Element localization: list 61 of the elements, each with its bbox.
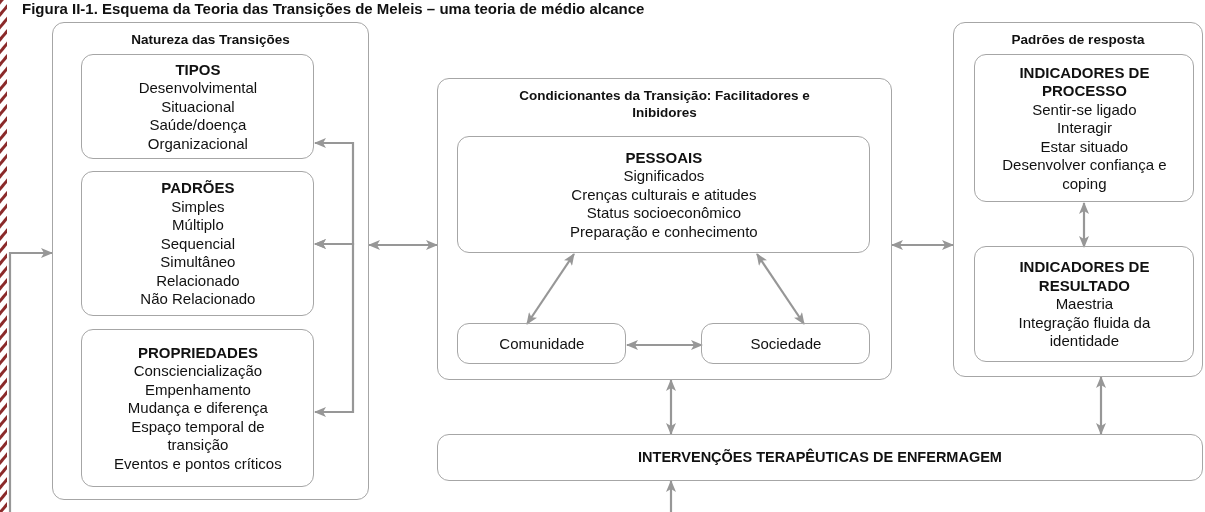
list-item: Sequencial <box>160 234 235 254</box>
arrow <box>666 480 676 512</box>
list-item: Espaço temporal de transição <box>130 417 266 455</box>
panel-heading: Padrões de resposta <box>1011 31 1145 48</box>
list-item: Sentir-se ligado <box>1032 100 1137 120</box>
list-item: Empenhamento <box>144 380 251 400</box>
category-box <box>81 329 315 488</box>
category-box <box>974 54 1195 203</box>
box-label: Sociedade <box>750 334 822 354</box>
arrow <box>1079 202 1089 248</box>
arrow <box>526 253 575 325</box>
box-heading: PESSOAIS <box>625 148 703 168</box>
list-item: Mudança e diferença <box>127 399 268 418</box>
box-heading: INTERVENÇÕES TERAPÊUTICAS DE ENFERMAGEM <box>638 448 1002 467</box>
list-item: Saúde/doença <box>149 116 247 135</box>
list-item: Estar situado <box>1040 137 1129 157</box>
list-item: Organizacional <box>147 134 248 154</box>
arrow <box>626 340 703 350</box>
arrow <box>756 253 805 325</box>
group-panel <box>437 78 892 380</box>
box-heading: PROPRIEDADES <box>137 343 258 363</box>
arrow <box>8 248 53 512</box>
arrow <box>891 240 954 250</box>
box-heading: TIPOS <box>175 60 221 80</box>
list-item: Desenvolvimental <box>138 79 258 98</box>
box-label: Comunidade <box>499 334 585 354</box>
box-heading: PADRÕES <box>161 179 235 198</box>
list-item: Situacional <box>161 97 235 117</box>
list-item: Desenvolver confiança e coping <box>1001 156 1168 194</box>
panel-heading: Natureza das Transições <box>131 31 290 48</box>
list-item: Crenças culturais e atitudes <box>571 185 757 205</box>
list-item: Múltiplo <box>172 216 224 235</box>
category-box <box>81 171 315 317</box>
category-box <box>457 136 871 254</box>
list-item: Status socioeconômico <box>586 204 741 223</box>
category-box <box>457 323 627 365</box>
category-box <box>701 323 871 365</box>
list-item: Relacionado <box>156 271 240 291</box>
list-item: Simultâneo <box>160 253 236 272</box>
box-heading: INDICADORES DE RESULTADO <box>1018 258 1151 296</box>
panel-heading: Condicionantes da Transição: Facilitadores e Inibidores <box>518 87 811 121</box>
list-item: Consciencialização <box>133 362 263 381</box>
box-heading: INDICADORES DE PROCESSO <box>1018 63 1151 101</box>
arrow <box>666 379 676 435</box>
list-item: Eventos e pontos críticos <box>114 454 282 474</box>
arrow <box>314 239 355 417</box>
category-box <box>974 246 1195 363</box>
list-item: Preparação e conhecimento <box>570 222 758 242</box>
list-item: Não Relacionado <box>140 290 256 309</box>
group-panel <box>953 22 1203 377</box>
intervention-bar <box>437 434 1203 481</box>
category-box <box>81 54 315 160</box>
group-panel <box>52 22 369 500</box>
arrow <box>1096 376 1106 435</box>
list-item: Interagir <box>1056 119 1112 138</box>
list-item: Simples <box>171 197 225 217</box>
list-item: Integração fluida da identidade <box>1017 313 1152 351</box>
figure-title: Figura II-1. Esquema da Teoria das Transições de Meleis – uma teoria de médio alcance <box>22 0 645 17</box>
list-item: Significados <box>623 167 705 186</box>
arrow <box>368 240 438 250</box>
list-item: Maestria <box>1055 295 1114 314</box>
